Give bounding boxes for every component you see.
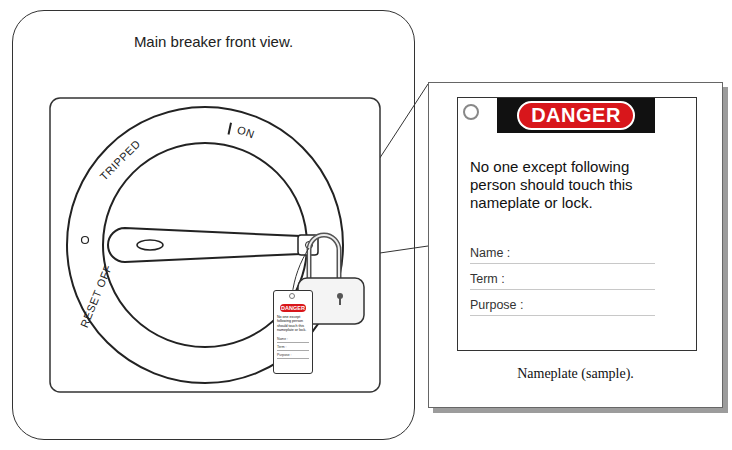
breaker-handle (108, 228, 300, 262)
dial-outer (67, 107, 343, 383)
nameplate-hole (464, 105, 478, 119)
tag-hole (290, 294, 295, 299)
dial-position: ON (236, 123, 257, 140)
dial-position: TRIPPED (97, 137, 142, 182)
on-tick (229, 123, 232, 135)
danger-word: DANGER (280, 304, 306, 312)
handle-slot (137, 240, 163, 250)
padlock-shackle-shine (309, 235, 339, 282)
danger-badge: DANGER (497, 98, 655, 133)
warning-text: No one except following person should to… (277, 315, 309, 333)
breaker-face (50, 98, 380, 392)
padlock-shackle (309, 235, 339, 282)
warning-text: No one except following person should to… (470, 158, 676, 212)
dial-position: RESET OFF (78, 263, 114, 330)
caption: Nameplate (sample). (429, 366, 722, 382)
callout-box: DANGER No one except following person sho… (428, 82, 723, 408)
lockout-tag: DANGER No one except following person sho… (273, 290, 313, 374)
field-label: Purpose : (470, 298, 655, 316)
field-label: Purpose : (277, 353, 309, 359)
field-label: Name : (470, 246, 655, 264)
danger-word: DANGER (517, 101, 635, 130)
nameplate: DANGER No one except following person sho… (457, 97, 697, 351)
panel-title: Main breaker front view. (13, 33, 414, 50)
padlock-keyhole-slot (339, 297, 341, 305)
field-label: Term : (470, 272, 655, 290)
field-label: Name : (277, 337, 309, 343)
view-panel: DANGER No one except following person sho… (12, 10, 415, 440)
field-label: Term : (277, 345, 309, 351)
reset-marker (82, 237, 89, 244)
tag-string (292, 248, 309, 296)
